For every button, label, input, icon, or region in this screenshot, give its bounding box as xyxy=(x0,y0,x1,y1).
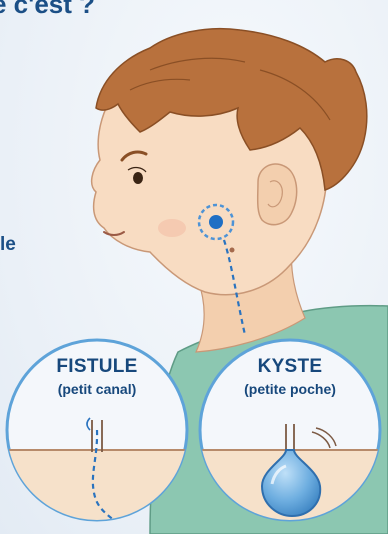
marker-dot xyxy=(209,215,223,229)
fistule-label: FISTULE (petit canal) xyxy=(22,356,172,397)
kyste-subtitle: (petite poche) xyxy=(215,381,365,397)
fistule-subtitle: (petit canal) xyxy=(22,381,172,397)
kyste-label: KYSTE (petite poche) xyxy=(215,356,365,397)
eye xyxy=(133,172,143,184)
ear xyxy=(258,164,297,225)
kyste-title: KYSTE xyxy=(215,356,365,378)
fistule-title: FISTULE xyxy=(22,356,172,378)
